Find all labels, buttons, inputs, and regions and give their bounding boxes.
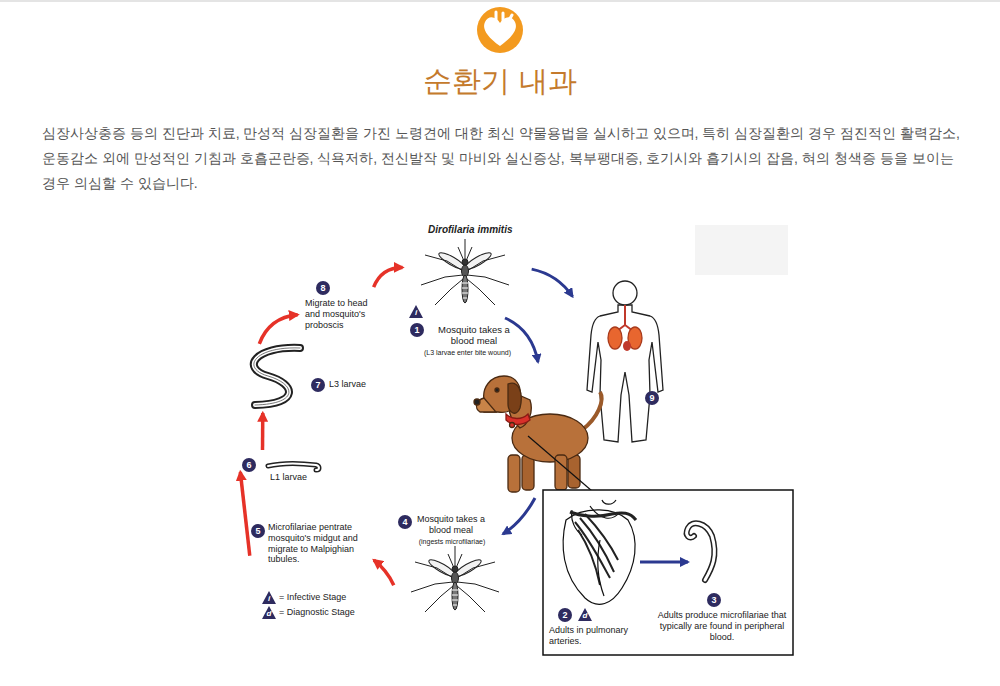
species-name: Dirofilaria immitis: [428, 224, 538, 236]
stage-triangle: i: [262, 591, 276, 604]
legend-text: = Infective Stage: [279, 592, 409, 603]
callout-number: 8: [316, 281, 330, 295]
description-text: 심장사상충증 등의 진단과 치료, 만성적 심장질환을 가진 노령견에 대한 최…: [42, 121, 967, 196]
cycle-arrow: [261, 413, 265, 450]
inset-frame: [543, 490, 793, 655]
stage-text: Migrate to head and mosquito's proboscis: [305, 298, 372, 330]
stage-letter: d: [578, 611, 592, 621]
triangle-fill: [262, 606, 276, 619]
dog: [474, 376, 602, 492]
microfilaria-drawing: [687, 523, 715, 580]
page-title: 순환기 내과: [0, 64, 1000, 99]
mosquito-bottom: [411, 546, 499, 612]
callout-number: 4: [398, 515, 412, 529]
cycle-arrow: [374, 560, 394, 585]
l3-larva-drawing: [254, 348, 300, 405]
stage-letter: d: [262, 609, 276, 619]
callout-number: 2: [558, 608, 572, 622]
stage-text: Adults produce microfilariae that typica…: [655, 610, 789, 642]
heart-icon: [477, 7, 523, 53]
human-figure: [587, 281, 663, 442]
cycle-arrow: [532, 269, 573, 296]
watermark-box: [695, 225, 788, 275]
inset-box: 2Adults in pulmonary arteries. 3Adults pr…: [543, 490, 793, 655]
leader-line: [528, 436, 592, 491]
cycle-arrow: [259, 315, 297, 344]
mosquito-top: [421, 239, 509, 305]
stage-mosquito-bite: 1 Mosquito takes a blood meal (L3 larvae e…: [405, 245, 530, 360]
cycle-arrow: [374, 267, 403, 287]
heart-drawing: [563, 500, 636, 604]
callout-number: 3: [707, 593, 721, 607]
l1-larva-drawing: [268, 463, 319, 470]
callout-number: 5: [251, 524, 265, 538]
stage-text: Mosquito takes a blood meal: [429, 324, 519, 347]
top-rule: [0, 0, 1000, 2]
stage-text: Microfilariae pentrate mosquito's midgut…: [268, 522, 372, 565]
callout-number: 9: [645, 391, 659, 405]
stage-l1: 6 L1 larvae: [240, 452, 330, 486]
callout-number: 6: [242, 458, 256, 472]
stage-midgut: 5Microfilariae pentrate mosquito's midgu…: [250, 520, 372, 574]
stage-triangle: i: [409, 305, 423, 318]
stage-text: L3 larvae: [329, 379, 372, 390]
triangle-fill: [578, 608, 592, 621]
stage-triangle: d: [262, 606, 276, 619]
blue-arrow: [503, 498, 535, 534]
stage-letter: i: [262, 594, 276, 604]
triangle-fill: [262, 591, 276, 604]
callout-number: 7: [311, 378, 325, 392]
stage-mosquito-ingests: 4Mosquito takes a blood meal (ingests mic…: [395, 512, 505, 600]
stage-l3: 7 L3 larvae: [245, 345, 372, 410]
stage-text: Adults in pulmonary arteries.: [549, 625, 651, 647]
stage-text: (L3 larvae enter bite wound): [407, 349, 528, 357]
stage-human: 9: [575, 278, 687, 446]
stage-migrate: 8Migrate to head and mosquito's probosci…: [300, 280, 372, 335]
stage-triangle: d: [578, 608, 592, 621]
stage-text: Mosquito takes a blood meal: [414, 514, 488, 536]
stage-letter: i: [409, 308, 423, 318]
triangle-fill: [409, 305, 423, 318]
callout-number: 1: [410, 323, 424, 337]
stage-text: L1 larvae: [270, 472, 328, 483]
blue-arrow: [640, 561, 688, 564]
cycle-arrow: [240, 472, 249, 556]
stage-text: (ingests microfilariae): [409, 538, 495, 546]
legend-text: = Diagnostic Stage: [279, 607, 409, 618]
